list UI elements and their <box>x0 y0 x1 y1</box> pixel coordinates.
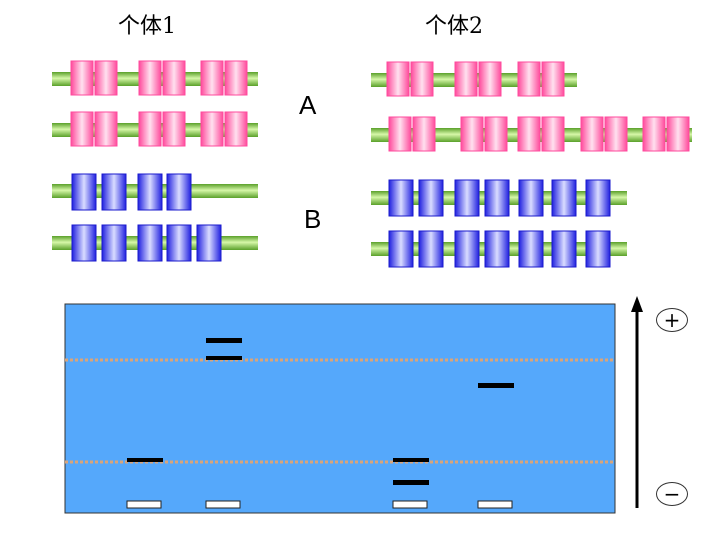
ind2-chromosome-b2 <box>371 230 627 268</box>
well-lane2 <box>205 500 241 509</box>
ind1-chromosome-a2 <box>52 111 258 147</box>
ind2-chromosome-a2 <box>371 116 692 152</box>
positive-symbol: + <box>663 308 681 332</box>
well-lane1 <box>126 500 162 509</box>
ind1-chromosome-b2 <box>52 224 258 262</box>
band-lane2-marker <box>206 356 242 360</box>
well-lane4 <box>477 500 513 509</box>
ind2-chromosome-b1 <box>371 179 627 217</box>
positive-electrode: + <box>656 308 688 332</box>
ind2-chromosome-a1 <box>371 61 577 97</box>
band-lane3-low <box>393 480 429 485</box>
gel-electrophoresis <box>64 296 643 514</box>
migration-arrow-head <box>631 296 643 312</box>
negative-symbol: − <box>663 482 681 506</box>
well-lane3 <box>392 500 428 509</box>
band-lane3-marker <box>393 458 429 462</box>
band-lane4 <box>478 383 514 388</box>
negative-electrode: − <box>656 482 688 506</box>
ind1-chromosome-a1 <box>52 60 258 96</box>
chromosome-diagram <box>52 60 692 268</box>
individual-2-title: 个体2 <box>425 14 483 39</box>
gel-panel <box>64 303 616 514</box>
locus-a-label: A <box>299 90 317 120</box>
band-lane1-marker <box>127 458 163 462</box>
locus-b-label: B <box>304 204 322 234</box>
individual-1-title: 个体1 <box>118 14 176 39</box>
ind1-chromosome-b1 <box>52 173 258 211</box>
band-lane2-top <box>206 338 242 343</box>
